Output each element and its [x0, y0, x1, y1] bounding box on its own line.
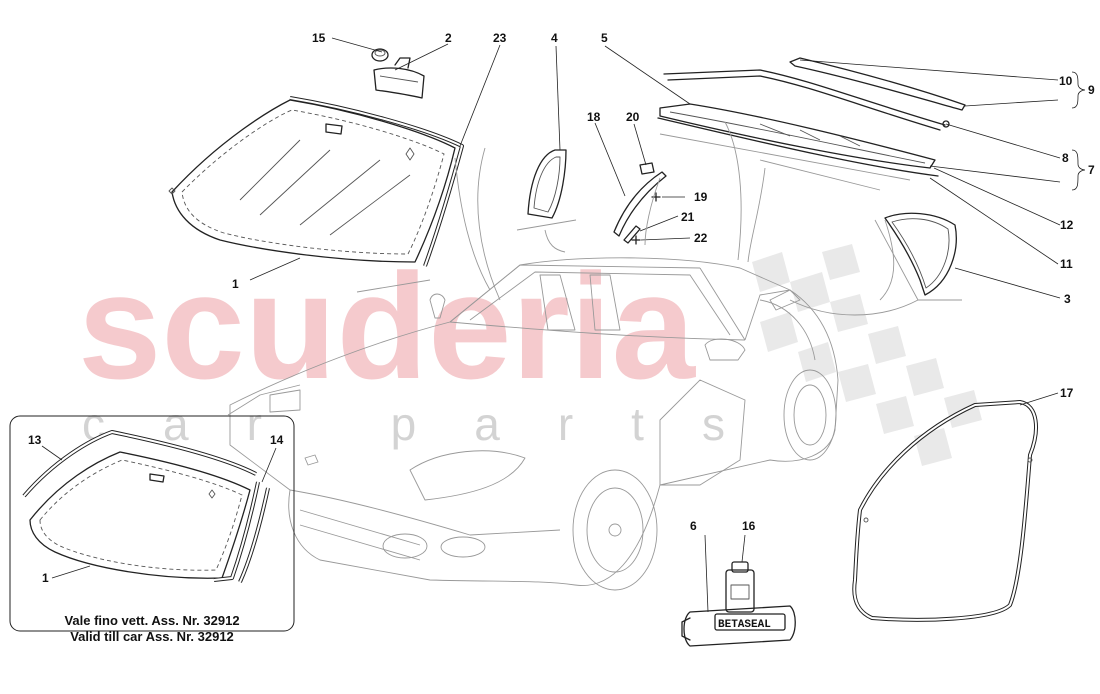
- inset-note-english: Valid till car Ass. Nr. 32912: [70, 629, 234, 644]
- callout-12: 12: [1060, 218, 1074, 232]
- leader-lines: [249, 37, 1061, 613]
- inset-side-seal: [213, 481, 270, 583]
- mirror-cap: [371, 48, 389, 62]
- callout-4: 4: [551, 31, 558, 45]
- a-pillar-trim: [613, 171, 667, 237]
- primer-bottle: [725, 561, 755, 613]
- callout-15: 15: [312, 31, 326, 45]
- installation-lines: [356, 121, 962, 316]
- callout-5: 5: [601, 31, 608, 45]
- callout-20: 20: [626, 110, 640, 124]
- callout-16: 16: [742, 519, 756, 533]
- callout-17: 17: [1060, 386, 1074, 400]
- rear-view-mirror: [373, 57, 425, 99]
- callout-1: 1: [232, 277, 239, 291]
- inset-panel: 13 14 1 Vale fino vett. Ass. Nr. 32912 V…: [9, 415, 295, 644]
- callout-7: 7: [1088, 163, 1095, 177]
- callout-2: 2: [445, 31, 452, 45]
- callout-6: 6: [690, 519, 697, 533]
- callout-10: 10: [1059, 74, 1073, 88]
- callout-21: 21: [681, 210, 695, 224]
- car-outline: [227, 257, 839, 591]
- callout-19: 19: [694, 190, 708, 204]
- callout-23: 23: [493, 31, 507, 45]
- callout-8: 8: [1062, 151, 1069, 165]
- group-braces: [1071, 71, 1086, 191]
- retainer-bracket: [623, 225, 641, 244]
- inset-windscreen: [29, 451, 251, 579]
- checkered-flag-watermark: [752, 244, 982, 466]
- screw-22: [631, 235, 641, 245]
- inset-note-italian: Vale fino vett. Ass. Nr. 32912: [64, 613, 239, 628]
- quarter-window-left: [527, 149, 567, 219]
- callout-labels: 15 2 23 4 5 18 20 19 21 22 10 9 8 7 12 1…: [232, 31, 1095, 533]
- watermark-subtitle: car parts: [82, 398, 783, 450]
- inset-upper-seal: [22, 430, 257, 498]
- windscreen: [168, 99, 456, 263]
- callout-11: 11: [1060, 257, 1073, 271]
- inset-callout-1: 1: [42, 571, 49, 585]
- roof-trim-strips: [663, 57, 966, 131]
- inset-callout-13: 13: [28, 433, 42, 447]
- callout-3: 3: [1064, 292, 1071, 306]
- inset-callout-14: 14: [270, 433, 284, 447]
- watermark-brand: scuderia: [78, 242, 697, 410]
- callout-9: 9: [1088, 83, 1095, 97]
- callout-22: 22: [694, 231, 708, 245]
- adhesive-tube: BETASEAL: [681, 605, 796, 647]
- quarter-window-right: [884, 212, 957, 296]
- callout-18: 18: [587, 110, 601, 124]
- door-seal: [852, 400, 1038, 622]
- roof-glass: [659, 103, 936, 169]
- trim-clip: [639, 162, 655, 175]
- product-label: BETASEAL: [718, 619, 771, 631]
- windscreen-seal: [289, 96, 464, 267]
- roof-seal: [657, 117, 939, 177]
